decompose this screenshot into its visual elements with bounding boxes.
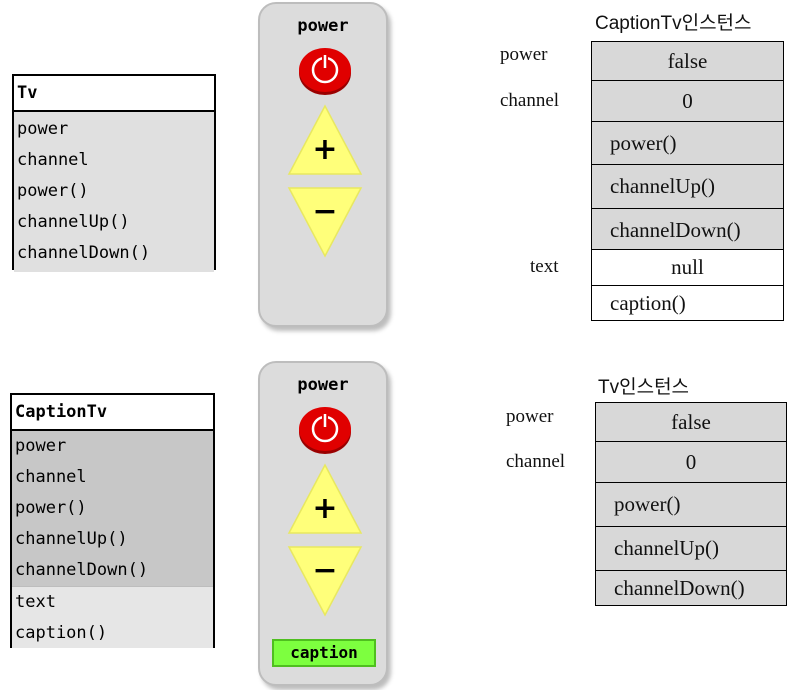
method-channeldown: channelDown() xyxy=(595,570,787,606)
channel-down-button[interactable]: − xyxy=(287,186,363,258)
field-label-channel: channel xyxy=(506,451,566,472)
member-channeldown-method: channelDown() xyxy=(17,243,151,263)
inherited-members: power channel power() channelUp() channe… xyxy=(12,431,213,586)
field-value-channel: 0 xyxy=(591,80,784,122)
captiontv-remote: power + − caption xyxy=(258,361,388,686)
member-power-method: power() xyxy=(15,498,87,518)
channel-up-button[interactable]: + xyxy=(287,104,363,176)
class-name: Tv xyxy=(14,76,214,112)
member-power: power xyxy=(15,436,67,456)
plus-symbol: + xyxy=(312,491,338,526)
member-power-method: power() xyxy=(17,181,89,201)
triangle-down-icon xyxy=(287,546,363,617)
member-channel: channel xyxy=(17,150,89,170)
method-channeldown: channelDown() xyxy=(591,208,784,250)
triangle-down-icon xyxy=(287,187,363,258)
method-power: power() xyxy=(595,482,787,527)
tv-remote: power + − xyxy=(258,2,388,327)
caption-button[interactable]: caption xyxy=(272,639,376,667)
member-channel: channel xyxy=(15,467,87,487)
captiontv-class-box: CaptionTv power channel power() channelU… xyxy=(10,393,215,648)
tv-class-box: Tv power channel power() channelUp() cha… xyxy=(12,74,216,272)
field-label-channel: channel xyxy=(500,90,560,111)
field-label-power: power xyxy=(506,406,554,427)
triangle-up-icon xyxy=(287,463,363,534)
remote-label: power xyxy=(297,16,349,36)
minus-symbol: − xyxy=(312,194,338,229)
channel-down-button[interactable]: − xyxy=(287,545,363,617)
tv-instance-title: Tv인스턴스 xyxy=(598,377,690,398)
own-members: text caption() xyxy=(12,586,213,648)
method-channelup: channelUp() xyxy=(595,526,787,571)
plus-symbol: + xyxy=(312,132,338,167)
field-value-power: false xyxy=(591,41,784,81)
field-value-text: null xyxy=(591,249,784,286)
member-channelup-method: channelUp() xyxy=(15,529,128,549)
remote-label: power xyxy=(297,375,349,395)
class-members: power channel power() channelUp() channe… xyxy=(14,112,214,272)
channel-up-button[interactable]: + xyxy=(287,463,363,535)
member-text: text xyxy=(15,592,56,612)
field-value-channel: 0 xyxy=(595,441,787,483)
method-caption: caption() xyxy=(591,285,784,321)
minus-symbol: − xyxy=(312,553,338,588)
method-power: power() xyxy=(591,121,784,165)
power-button-icon[interactable] xyxy=(298,46,352,96)
triangle-up-icon xyxy=(287,104,363,175)
member-power: power xyxy=(17,119,69,139)
member-channelup-method: channelUp() xyxy=(17,212,130,232)
member-channeldown-method: channelDown() xyxy=(15,560,149,580)
method-channelup: channelUp() xyxy=(591,164,784,209)
class-name: CaptionTv xyxy=(12,395,213,431)
field-label-power: power xyxy=(500,44,548,65)
field-label-text: text xyxy=(530,256,559,277)
field-value-power: false xyxy=(595,402,787,442)
captiontv-instance-title: CaptionTv인스턴스 xyxy=(595,13,752,34)
power-button-icon[interactable] xyxy=(298,405,352,455)
member-caption-method: caption() xyxy=(15,623,108,643)
